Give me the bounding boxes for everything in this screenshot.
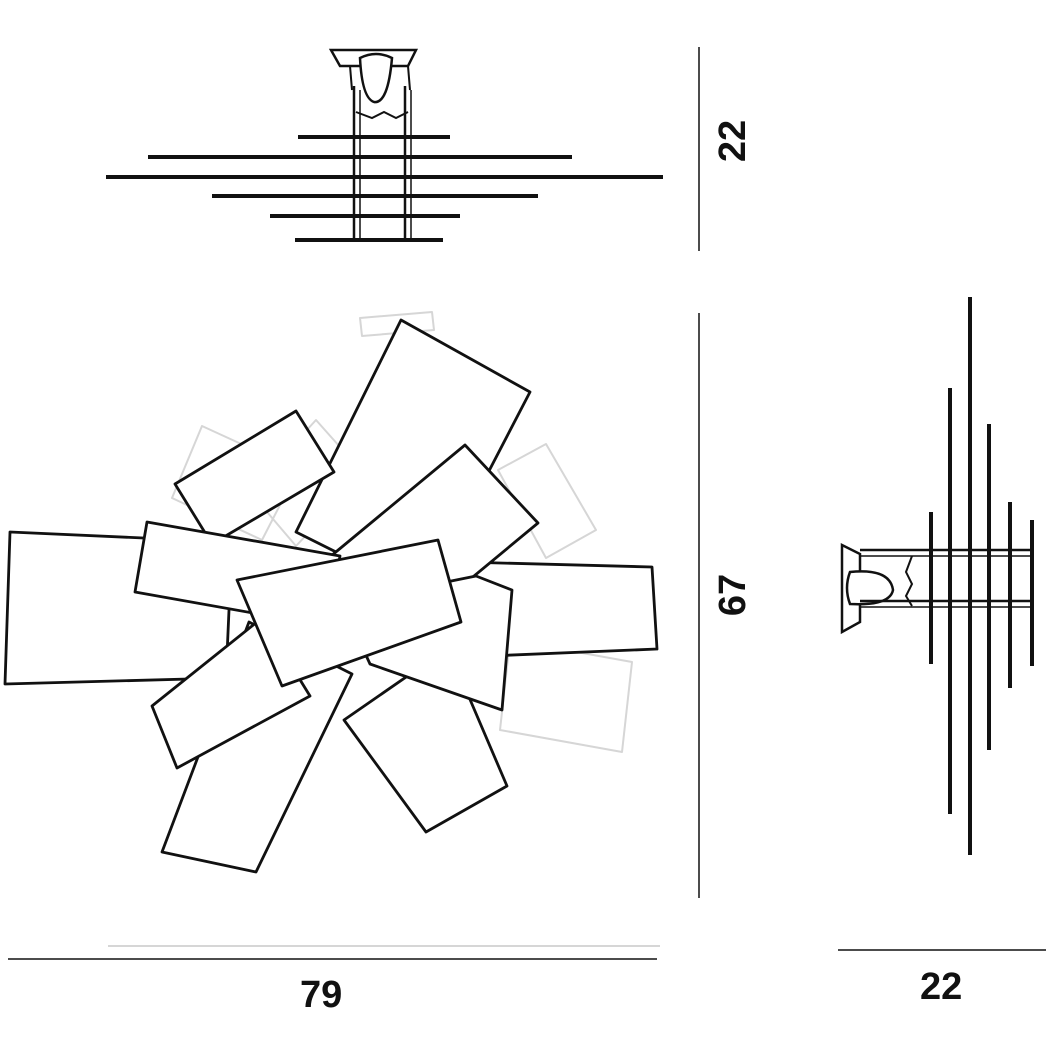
top-view-canopy-wire <box>349 65 353 91</box>
top-view-bracket <box>355 110 409 120</box>
front-view-width-label: 79 <box>300 974 343 1016</box>
side-view-bracket <box>904 555 914 607</box>
top-view <box>106 48 663 242</box>
top-view-canopy-wire <box>407 65 411 91</box>
panel-center-front <box>235 538 463 688</box>
top-view-height-label: 22 <box>712 119 755 163</box>
side-view-width-label: 22 <box>920 966 963 1008</box>
ghost-panel <box>359 311 435 337</box>
side-view <box>840 297 1034 855</box>
front-view-panels <box>3 318 659 874</box>
front-view <box>3 311 660 947</box>
top-view-bulb <box>358 52 394 104</box>
ghost-panel <box>499 639 633 753</box>
side-view-bulb <box>845 570 895 606</box>
panel-top-left <box>173 409 336 546</box>
front-view-height-label: 67 <box>712 573 755 617</box>
